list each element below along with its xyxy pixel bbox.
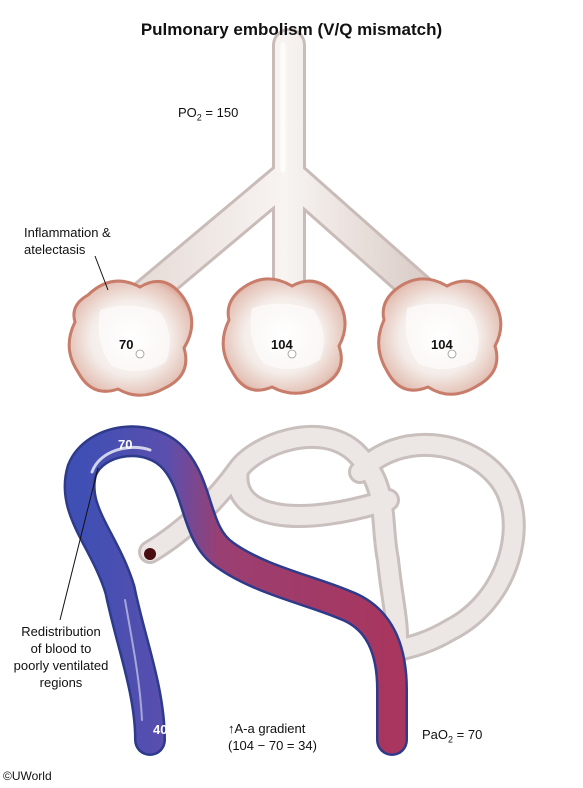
- redistribution-leader-line: [59, 467, 99, 621]
- aa-gradient-label: ↑A-a gradient (104 − 70 = 34): [228, 721, 317, 753]
- alveolus-left: [67, 279, 194, 397]
- capillary-top-value: 70: [118, 437, 133, 452]
- alveolus-right: [377, 277, 503, 396]
- airway-tree: [123, 28, 447, 317]
- diagram-title: Pulmonary embolism (V/Q mismatch): [140, 20, 443, 39]
- po2-label: PO2 = 150: [178, 105, 239, 123]
- alveolus-left-value: 70: [119, 337, 134, 352]
- alveolus-middle-dot: [287, 349, 297, 359]
- embolus: [144, 548, 156, 560]
- alveolus-right-dot: [447, 349, 457, 359]
- pao2-label: PaO2 = 70: [422, 727, 483, 745]
- blood-vessel: [63, 425, 408, 756]
- alveolus-middle-value: 104: [271, 337, 293, 352]
- alveolus-right-value: 104: [431, 337, 453, 352]
- up-arrow-icon: ↑: [228, 721, 235, 736]
- inflammation-leader-line: [94, 255, 109, 291]
- alveolus-left-dot: [135, 349, 145, 359]
- alveolus-middle: [221, 277, 347, 395]
- capillary-bottom-value: 40: [153, 722, 168, 737]
- copyright-text: ©UWorld: [3, 769, 52, 783]
- redistribution-label: Redistribution of blood to poorly ventil…: [13, 624, 109, 690]
- inflammation-label: Inflammation & atelectasis: [24, 225, 111, 257]
- embolized-capillary: [138, 424, 526, 662]
